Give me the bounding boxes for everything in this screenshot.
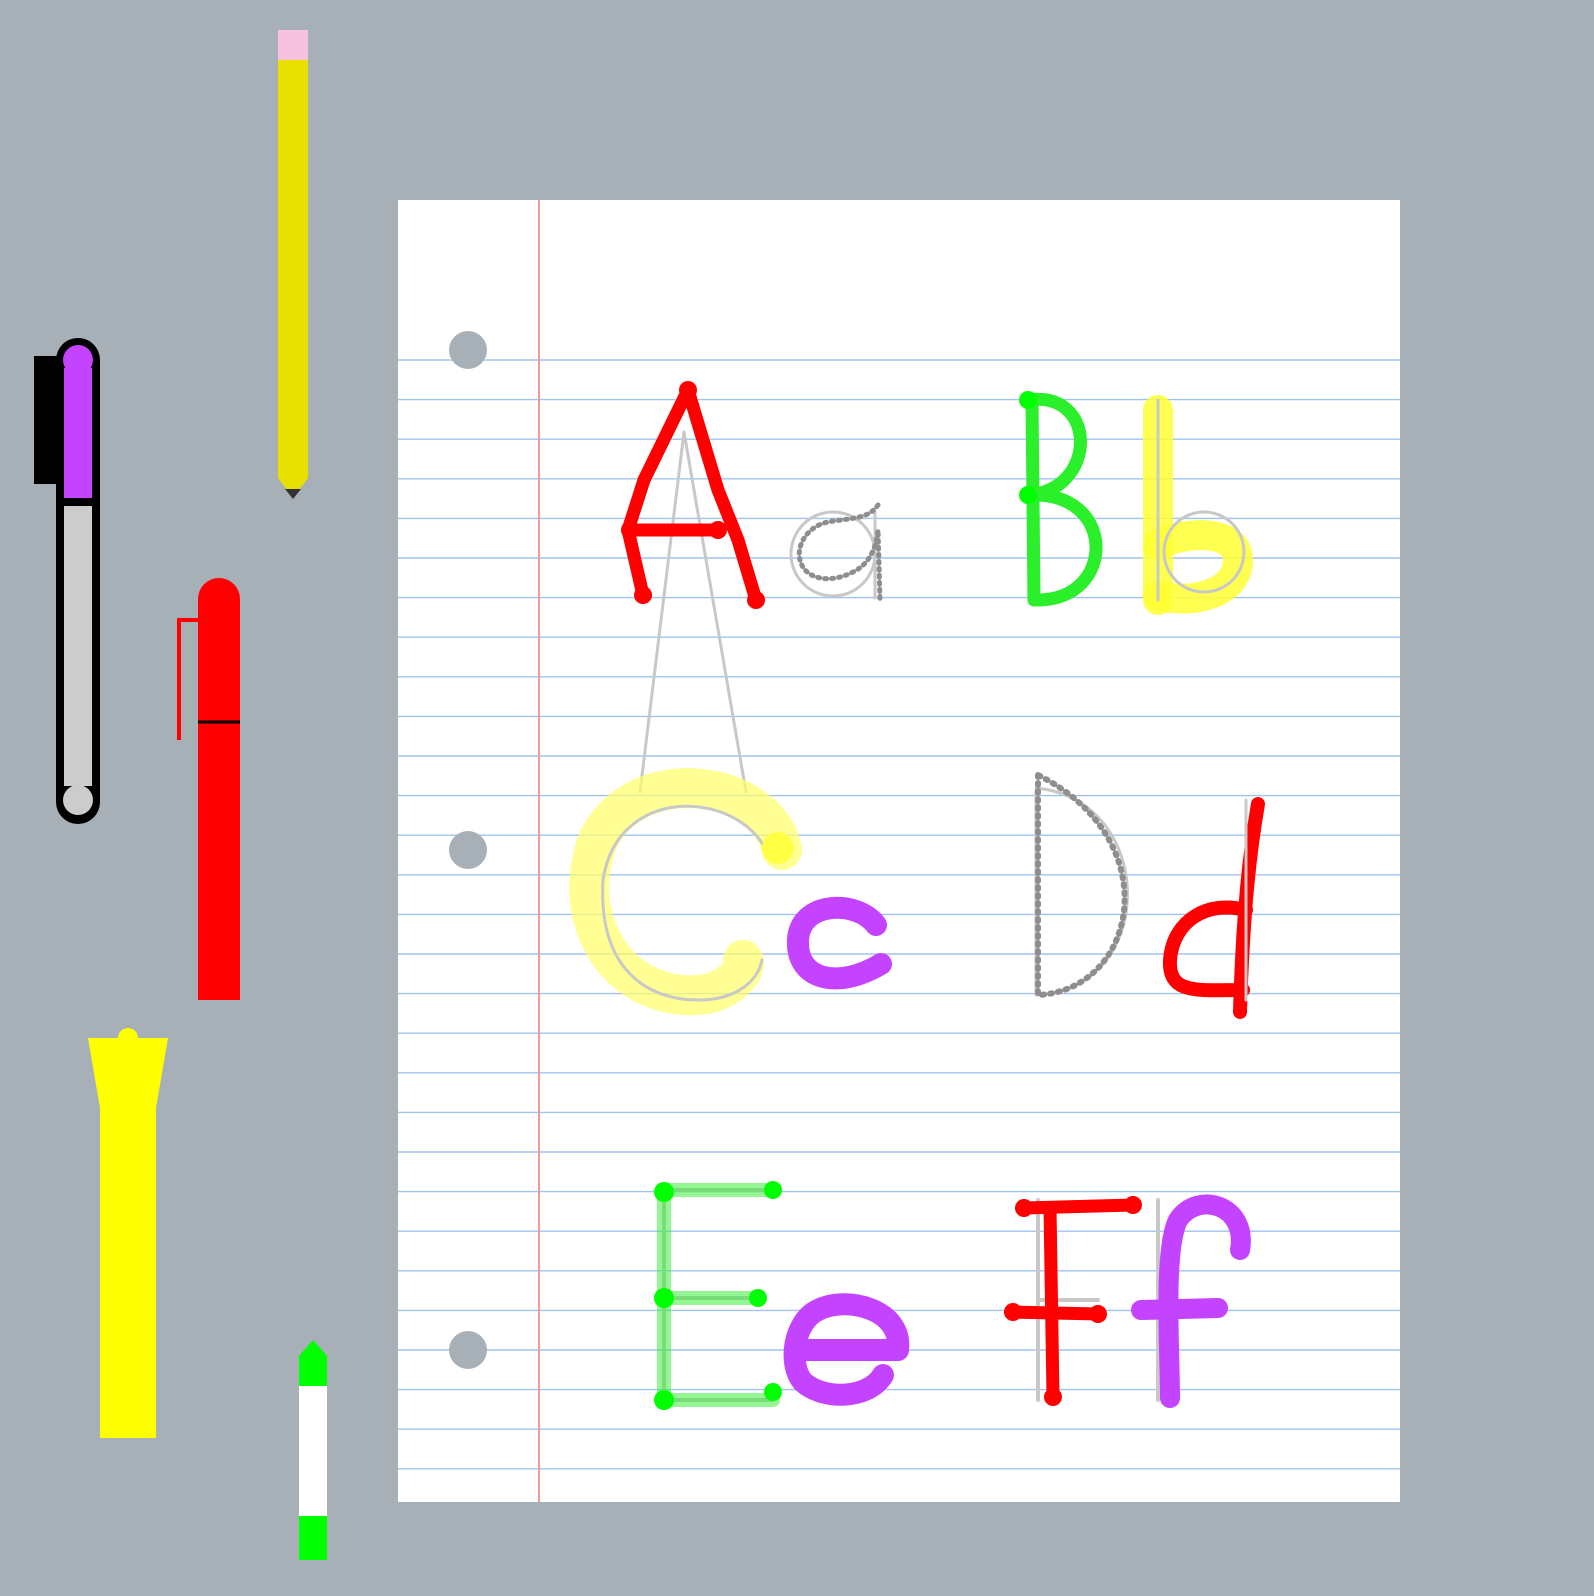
traced-letter-f xyxy=(1131,1194,1251,1408)
guide-letter-b xyxy=(1156,398,1246,602)
binder-hole xyxy=(449,831,487,869)
drawing-canvas[interactable] xyxy=(398,200,1400,1502)
guide-letter-D xyxy=(1034,786,1129,997)
pencil-tool[interactable] xyxy=(270,28,310,503)
traced-letter-c xyxy=(787,896,892,990)
pen-icon xyxy=(177,578,240,1000)
traced-letter-a xyxy=(796,502,883,603)
pencil-icon xyxy=(278,30,308,499)
letter-pair-a xyxy=(621,381,883,794)
traced-letter-A xyxy=(621,381,765,609)
guide-letter-a xyxy=(789,510,877,600)
highlighter-tool[interactable] xyxy=(86,1028,170,1438)
traced-letter-C-start xyxy=(762,832,794,864)
binder-hole xyxy=(449,1331,487,1369)
guide-letter-A xyxy=(638,430,748,794)
letter-pair-f xyxy=(1004,1194,1251,1408)
letter-pair-c xyxy=(569,768,892,1016)
crayon-icon xyxy=(299,1340,327,1560)
traced-letter-C xyxy=(569,768,802,1016)
ruled-lines xyxy=(398,359,1400,1470)
traced-letter-B xyxy=(1019,391,1103,607)
traced-letter-e xyxy=(783,1293,910,1406)
guide-letter-C xyxy=(601,804,772,1002)
crayon-tool[interactable] xyxy=(296,1338,330,1560)
glitter-marker-tool[interactable] xyxy=(32,334,112,824)
highlighter-icon xyxy=(88,1028,168,1438)
letter-pair-d xyxy=(1034,772,1265,1019)
traced-letter-F xyxy=(1004,1196,1142,1406)
pen-tool[interactable] xyxy=(176,578,242,1000)
letter-pair-e xyxy=(654,1181,910,1410)
traced-letter-D xyxy=(1035,772,1128,998)
marker-icon xyxy=(34,338,100,824)
letter-pair-b xyxy=(1019,391,1253,615)
binder-hole xyxy=(449,331,487,369)
